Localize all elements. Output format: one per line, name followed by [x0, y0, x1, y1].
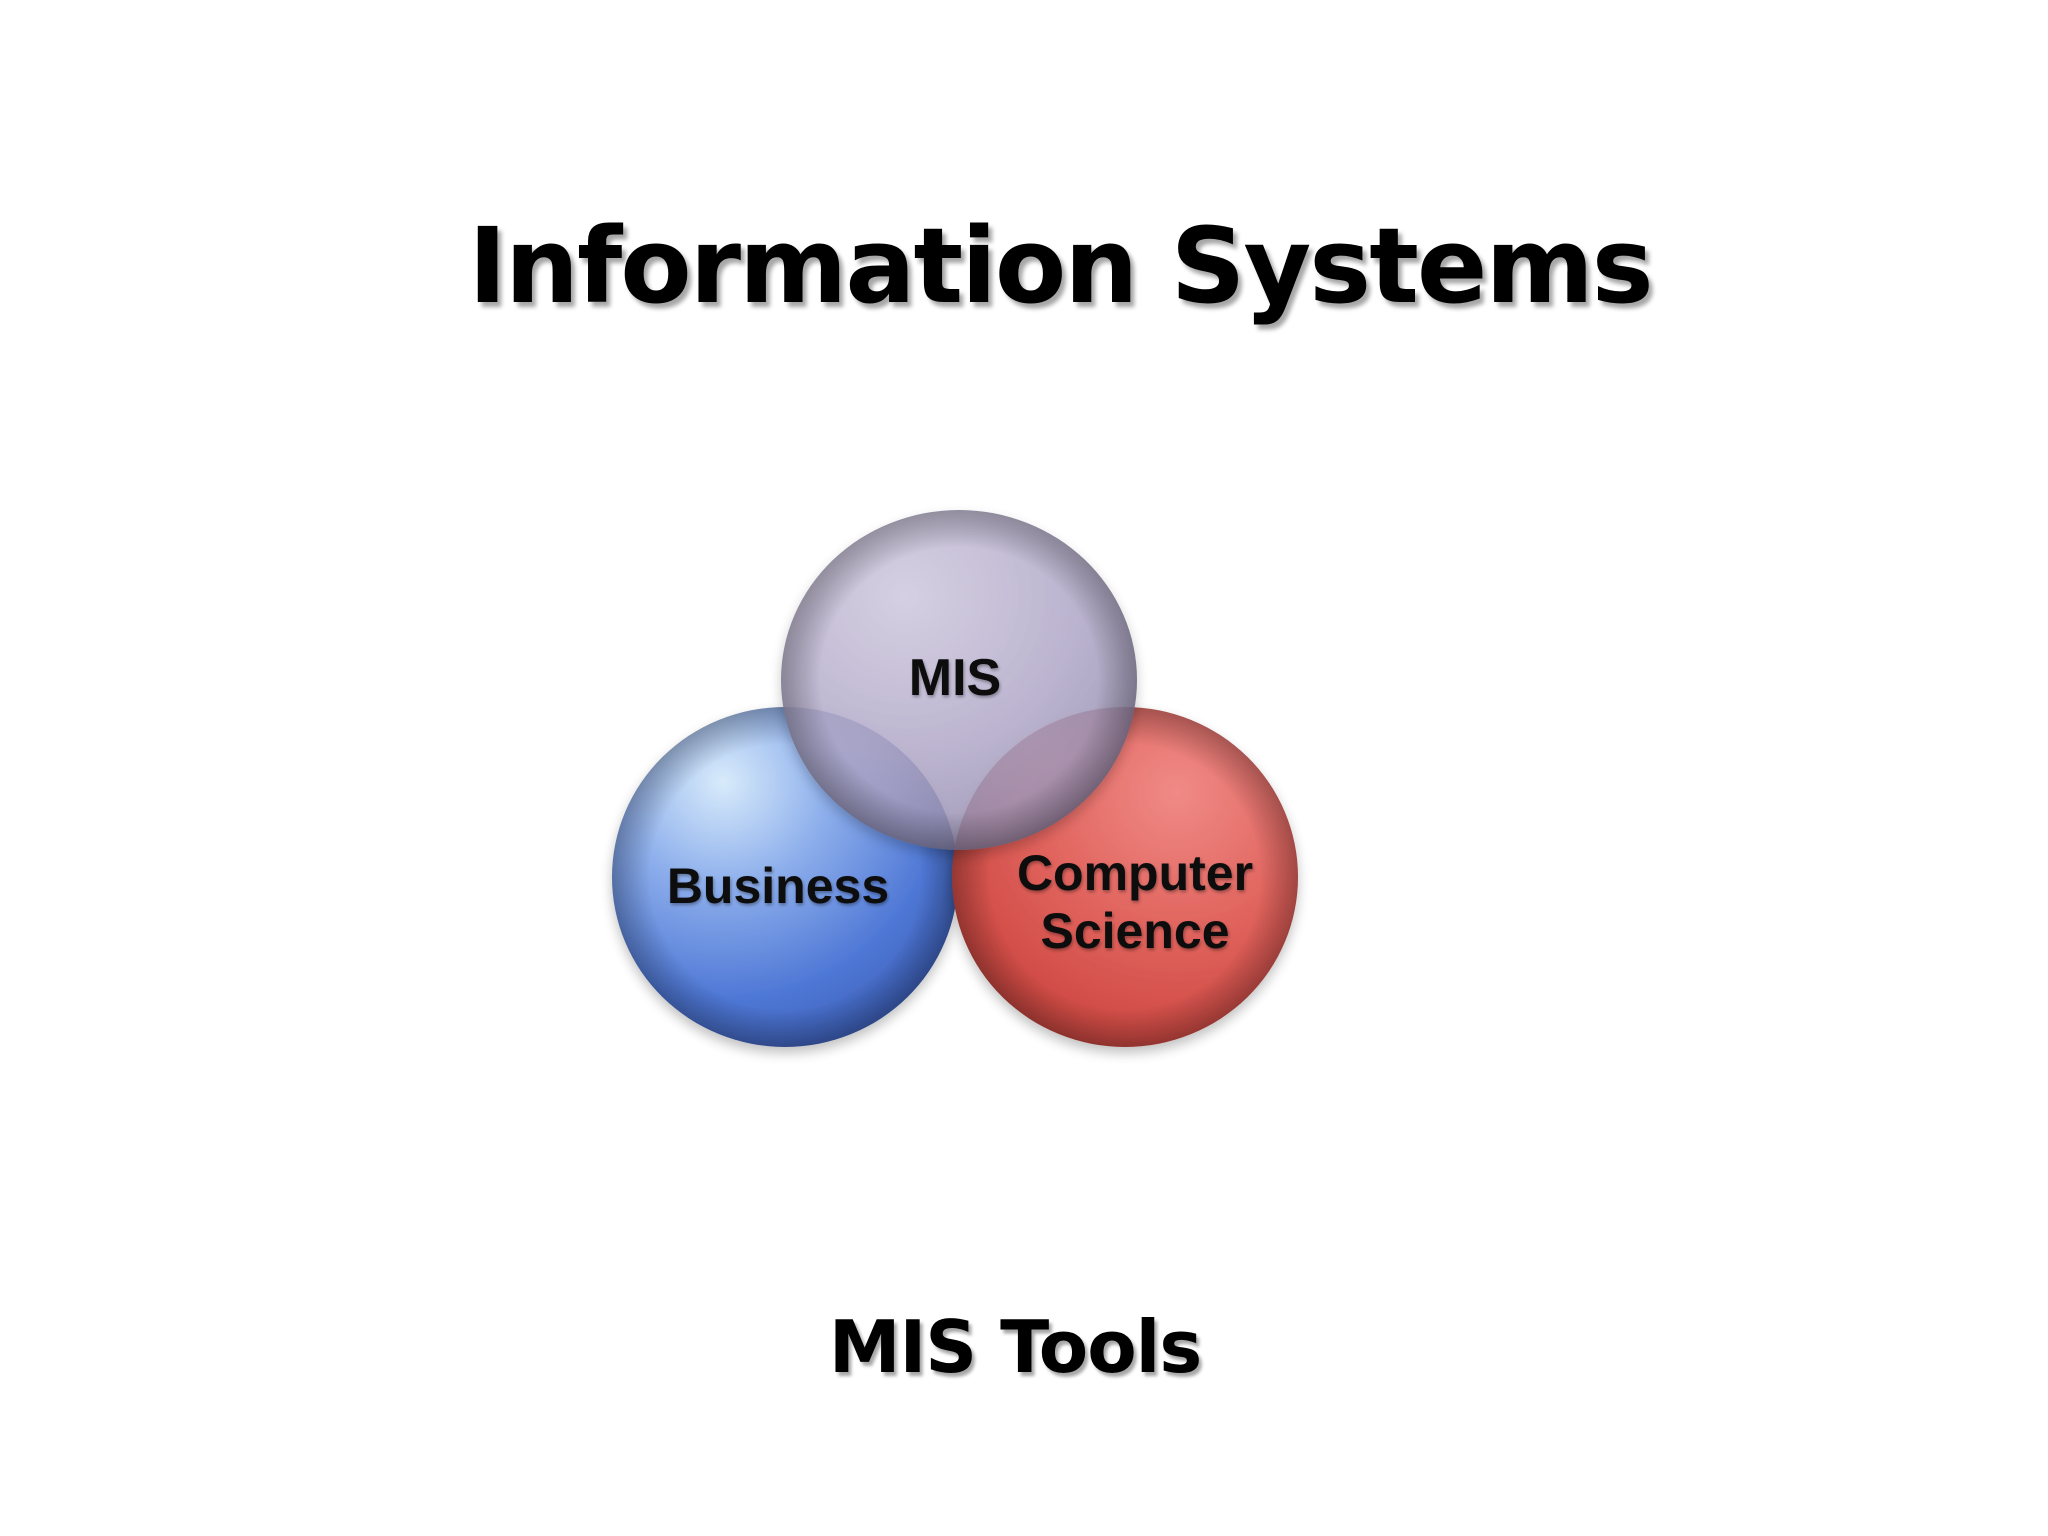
- business-label: Business: [667, 858, 889, 914]
- mis-label: MIS: [909, 649, 1001, 707]
- slide-subtitle: MIS Tools: [828, 1305, 1202, 1389]
- mis-circle: [781, 510, 1137, 850]
- computer-science-label-line: Computer: [1017, 845, 1253, 901]
- mis-label-line: MIS: [909, 649, 1001, 707]
- computer-science-label-line: Science: [1040, 903, 1229, 959]
- business-label-line: Business: [667, 858, 889, 914]
- slide-title: Information Systems: [468, 205, 1653, 327]
